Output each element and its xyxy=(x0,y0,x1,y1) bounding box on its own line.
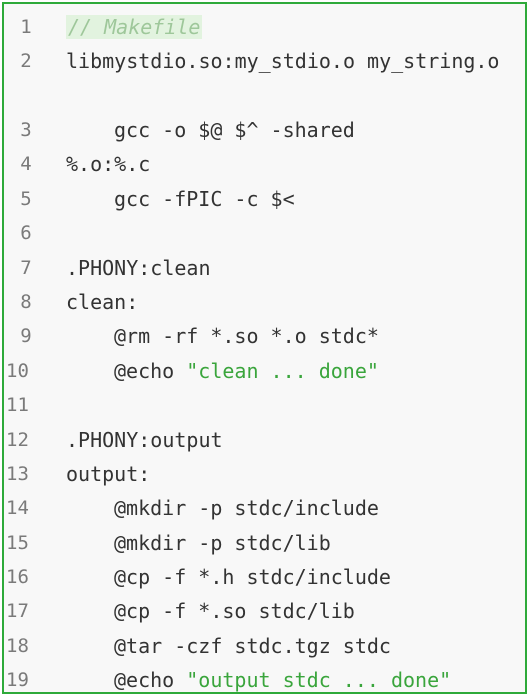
line-number: 12 xyxy=(6,429,29,451)
line-text: clean: xyxy=(66,290,139,314)
code-line: 15 @mkdir -p stdc/lib xyxy=(4,526,525,560)
line-number: 5 xyxy=(20,188,32,210)
line-number: 16 xyxy=(6,566,29,588)
line-number: 10 xyxy=(6,360,29,382)
line-number: 19 xyxy=(6,669,29,691)
line-text: @echo "output stdc ... done" xyxy=(114,663,452,692)
line-number: 6 xyxy=(20,222,32,244)
string-literal: "output stdc ... done" xyxy=(186,668,452,692)
code-line: 19 @echo "output stdc ... done" xyxy=(4,663,525,692)
code-line: 2 libmystdio.so:my_stdio.o my_string.o xyxy=(4,44,525,78)
code-line: 6 xyxy=(4,216,525,250)
line-text: @rm -rf *.so *.o stdc* xyxy=(114,324,379,348)
code-line: 13 output: xyxy=(4,457,525,491)
line-number: 14 xyxy=(6,497,29,519)
line-number: 15 xyxy=(6,532,29,554)
code-line: 16 @cp -f *.h stdc/include xyxy=(4,560,525,594)
line-number: 4 xyxy=(20,153,32,175)
code-line: 4 %.o:%.c xyxy=(4,147,525,181)
line-text: output: xyxy=(66,462,151,486)
line-text: @mkdir -p stdc/include xyxy=(114,496,379,520)
code-line: 7 .PHONY:clean xyxy=(4,251,525,285)
line-text: @cp -f *.h stdc/include xyxy=(114,565,391,589)
code-line: 17 @cp -f *.so stdc/lib xyxy=(4,594,525,628)
line-number: 9 xyxy=(20,325,32,347)
code-line: 18 @tar -czf stdc.tgz stdc xyxy=(4,629,525,663)
code-line: 9 @rm -rf *.so *.o stdc* xyxy=(4,319,525,353)
code-line: 14 @mkdir -p stdc/include xyxy=(4,491,525,525)
line-text: .PHONY:output xyxy=(66,428,223,452)
line-number: 17 xyxy=(6,600,29,622)
code-line: 3 gcc -o $@ $^ -shared xyxy=(4,113,525,147)
line-text: @tar -czf stdc.tgz stdc xyxy=(114,634,391,658)
line-number: 3 xyxy=(20,119,32,141)
line-text: %.o:%.c xyxy=(66,152,151,176)
line-text: gcc -fPIC -c $< xyxy=(114,187,295,211)
code-line: 11 xyxy=(4,388,525,422)
line-text: // Makefile xyxy=(66,10,203,44)
line-number: 2 xyxy=(20,50,32,72)
line-text: @cp -f *.so stdc/lib xyxy=(114,599,355,623)
line-number: 18 xyxy=(6,635,29,657)
code-line: 8 clean: xyxy=(4,285,525,319)
line-number: 11 xyxy=(6,394,29,416)
line-text: .PHONY:clean xyxy=(66,256,211,280)
comment-text: // Makefile xyxy=(66,15,203,39)
code-line: 5 gcc -fPIC -c $< xyxy=(4,182,525,216)
string-literal: "clean ... done" xyxy=(186,359,379,383)
code-line: 10 @echo "clean ... done" xyxy=(4,354,525,388)
line-text: @mkdir -p stdc/lib xyxy=(114,531,331,555)
code-line: 1 // Makefile xyxy=(4,10,525,44)
line-text: @echo "clean ... done" xyxy=(114,354,379,388)
line-number: 1 xyxy=(20,16,32,38)
line-text: libmystdio.so:my_stdio.o my_string.o xyxy=(66,49,500,73)
line-number: 8 xyxy=(20,291,32,313)
line-number: 7 xyxy=(20,257,32,279)
code-line: 12 .PHONY:output xyxy=(4,423,525,457)
line-text: gcc -o $@ $^ -shared xyxy=(114,118,355,142)
line-number: 13 xyxy=(6,463,29,485)
echo-command: @echo xyxy=(114,359,187,383)
echo-command: @echo xyxy=(114,668,187,692)
